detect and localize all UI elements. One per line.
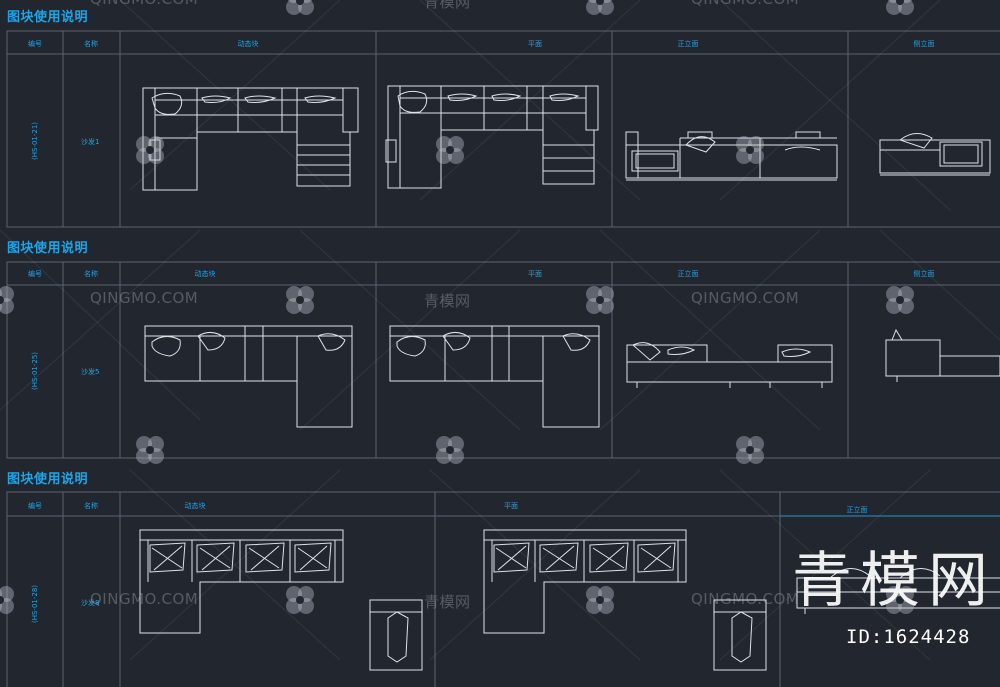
watermark-text-cn: 青模网 xyxy=(424,593,471,611)
clover-logo-icon xyxy=(286,286,314,314)
header-side: 侧立面 xyxy=(913,270,935,278)
table-grid xyxy=(6,30,1000,687)
clover-logo-icon xyxy=(886,286,914,314)
watermark-text: QINGMO.COM xyxy=(691,590,800,608)
clover-logo-icon xyxy=(286,0,314,15)
clover-logo-icon xyxy=(586,286,614,314)
header-name: 名称 xyxy=(84,270,98,278)
sofa1-plan xyxy=(385,85,599,189)
header-front: 正立面 xyxy=(846,506,868,514)
header-plan: 平面 xyxy=(528,40,542,48)
watermark-text: QINGMO.COM xyxy=(691,0,799,8)
clover-logo-icon xyxy=(886,586,914,614)
watermark-text-cn: 青模网 xyxy=(424,292,471,310)
clover-logo-icon xyxy=(586,586,614,614)
watermark-text: QINGMO.COM xyxy=(90,0,198,8)
header-front: 正立面 xyxy=(677,40,699,48)
id-code-3: (HS-01-28) xyxy=(31,584,39,624)
header-code: 编号 xyxy=(28,502,42,510)
sofa8-front xyxy=(796,568,1000,614)
sofa5-front xyxy=(626,342,833,388)
watermark-text: QINGMO.COM xyxy=(90,590,199,608)
header-dynamic-block: 动态块 xyxy=(184,502,206,510)
clover-logo-icon xyxy=(136,136,164,164)
sofa5-plan xyxy=(389,325,600,428)
watermark-text: QINGMO.COM xyxy=(691,289,800,307)
clover-logo-icon xyxy=(136,436,164,464)
header-code: 编号 xyxy=(28,270,42,278)
sofa5-dynamic-block xyxy=(144,325,353,428)
header-dynamic-block: 动态块 xyxy=(237,40,259,48)
sofa1-side xyxy=(879,133,991,176)
clover-logo-icon xyxy=(0,286,14,314)
header-plan: 平面 xyxy=(528,270,542,278)
header-side: 侧立面 xyxy=(913,40,935,48)
sofa8-plan xyxy=(483,529,767,671)
section-title-3: 图块使用说明 xyxy=(7,472,89,487)
header-code: 编号 xyxy=(28,40,42,48)
clover-logo-icon xyxy=(0,586,14,614)
header-plan: 平面 xyxy=(504,502,518,510)
id-code-2: (HS-01-25) xyxy=(31,351,39,391)
header-front: 正立面 xyxy=(677,270,699,278)
section-title-2: 图块使用说明 xyxy=(7,241,89,256)
sofa1-dynamic-block xyxy=(142,87,359,191)
clover-logo-icon xyxy=(886,0,914,15)
resource-id-label: ID:1624428 xyxy=(846,626,971,648)
watermark-stripes xyxy=(0,0,1000,661)
clover-logo-icon xyxy=(736,436,764,464)
header-name: 名称 xyxy=(84,40,98,48)
name-3: 沙发8 xyxy=(81,599,100,607)
header-dynamic-block: 动态块 xyxy=(194,270,216,278)
brand-logo-text: 青模网 xyxy=(792,546,996,616)
watermark-text-cn: 青模网 xyxy=(424,0,471,11)
clover-logo-icon xyxy=(436,136,464,164)
name-1: 沙发1 xyxy=(81,138,100,146)
sofa5-side xyxy=(885,328,1000,382)
clover-logo-icon xyxy=(436,436,464,464)
sofa8-dynamic-block xyxy=(139,529,423,671)
header-name: 名称 xyxy=(84,502,98,510)
id-code-1: (HS-01-21) xyxy=(31,121,39,161)
clover-logo-icon xyxy=(286,586,314,614)
watermark-text: QINGMO.COM xyxy=(90,289,199,307)
clover-logo-icon xyxy=(586,0,614,15)
section-title-1: 图块使用说明 xyxy=(7,10,89,25)
sofa1-front xyxy=(625,131,838,181)
name-2: 沙发5 xyxy=(81,368,100,376)
clover-logo-icon xyxy=(736,136,764,164)
